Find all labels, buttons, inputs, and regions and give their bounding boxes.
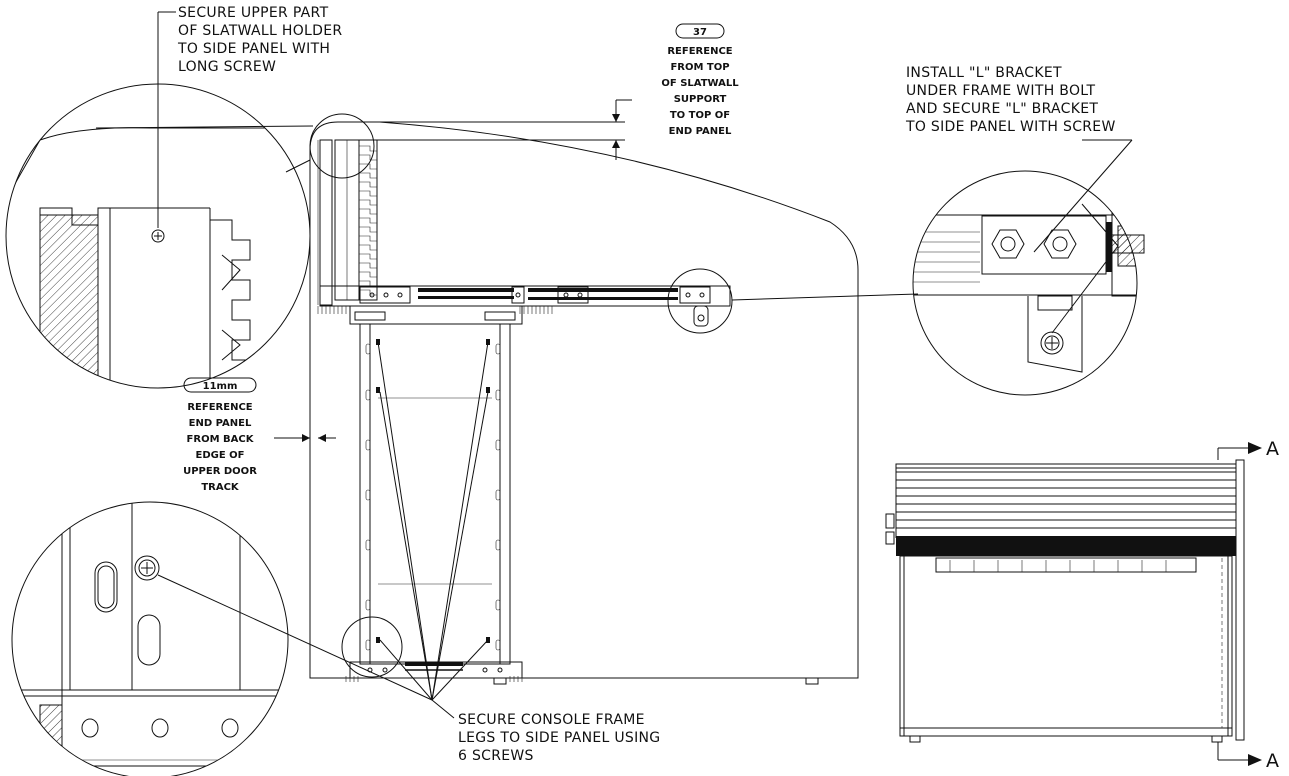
detail-upper-left xyxy=(5,11,311,389)
dimension-line: SUPPORT xyxy=(674,94,727,105)
dimension-line: TRACK xyxy=(201,482,240,493)
frame-screw xyxy=(376,637,380,643)
section-mark-top: A xyxy=(1266,438,1279,460)
dimension-line: REFERENCE xyxy=(667,46,732,57)
section-ticks xyxy=(949,560,1167,572)
note-line: LEGS TO SIDE PANEL USING xyxy=(458,730,660,746)
note-upper-holder: SECURE UPPER PART OF SLATWALL HOLDER TO … xyxy=(177,5,342,75)
slat-tooth xyxy=(359,181,377,188)
slat-tooth xyxy=(359,208,377,215)
dimension-line: FROM BACK xyxy=(187,434,255,445)
frame-slot xyxy=(495,489,501,501)
slat-tooth xyxy=(359,217,377,224)
dimension-value: 11mm xyxy=(203,381,238,392)
slat-tooth xyxy=(359,271,377,278)
upper-door-track xyxy=(319,285,731,327)
detail-marker-bracket xyxy=(667,268,733,334)
section-view xyxy=(885,442,1262,766)
dimension-line: FROM TOP xyxy=(670,62,729,73)
note-line: INSTALL "L" BRACKET xyxy=(906,65,1062,81)
frame-slot xyxy=(495,439,501,451)
note-line: 6 SCREWS xyxy=(458,748,534,764)
dimension-line: REFERENCE xyxy=(187,402,252,413)
frame-screw xyxy=(376,387,380,393)
detail-lower-left xyxy=(11,501,433,776)
section-ribs xyxy=(896,471,1236,529)
comb-profile-mid xyxy=(519,306,553,314)
main-side-view xyxy=(95,113,919,685)
slatwall-support xyxy=(319,139,378,306)
dimension-value: 37 xyxy=(693,27,707,38)
detail-l-bracket xyxy=(912,139,1145,396)
frame-screw xyxy=(486,387,490,393)
detail-marker-top xyxy=(309,113,375,179)
dim-side-text: 11mm REFERENCE END PANEL FROM BACK EDGE … xyxy=(183,381,257,493)
slatwall-teeth xyxy=(359,145,377,296)
frame-slot xyxy=(495,599,501,611)
note-console-legs: SECURE CONSOLE FRAME LEGS TO SIDE PANEL … xyxy=(458,712,660,764)
slat-tooth xyxy=(359,253,377,260)
dimension-line: TO TOP OF xyxy=(670,110,730,121)
frame-slot xyxy=(365,343,371,355)
slat-tooth xyxy=(359,244,377,251)
frame-slot xyxy=(365,489,371,501)
note-line: OF SLATWALL HOLDER xyxy=(178,23,342,39)
dimension-top xyxy=(612,23,725,160)
note-line: TO SIDE PANEL WITH SCREW xyxy=(905,119,1116,135)
frame-slot xyxy=(365,599,371,611)
note-line: LONG SCREW xyxy=(178,59,276,75)
frame-slot xyxy=(365,539,371,551)
slat-tooth xyxy=(359,226,377,233)
frame-slot xyxy=(365,439,371,451)
end-panel-outline xyxy=(309,121,859,679)
frame-slot xyxy=(495,639,501,651)
slat-tooth xyxy=(359,190,377,197)
comb-profile-bottom xyxy=(345,676,523,682)
note-line: SECURE CONSOLE FRAME xyxy=(458,712,645,728)
dimension-line: END PANEL xyxy=(669,126,732,137)
slat-tooth xyxy=(359,199,377,206)
note-line: AND SECURE "L" BRACKET xyxy=(906,101,1098,117)
frame-slots xyxy=(365,343,501,651)
note-l-bracket: INSTALL "L" BRACKET UNDER FRAME WITH BOL… xyxy=(905,65,1116,135)
slat-tooth xyxy=(359,280,377,287)
dimension-line: EDGE OF xyxy=(196,450,245,461)
comb-profile-top xyxy=(317,306,351,314)
slat-tooth xyxy=(359,172,377,179)
frame-slot xyxy=(495,539,501,551)
dimension-line: OF SLATWALL xyxy=(661,78,739,89)
dimension-side xyxy=(183,377,336,442)
frame-slot xyxy=(495,389,501,401)
frame-slot xyxy=(495,343,501,355)
slat-tooth xyxy=(359,235,377,242)
slat-tooth xyxy=(359,163,377,170)
detail-marker-bottom xyxy=(341,616,403,678)
note-line: TO SIDE PANEL WITH xyxy=(177,41,330,57)
frame-slot xyxy=(365,389,371,401)
section-mark-bottom: A xyxy=(1266,750,1279,772)
note-line: UNDER FRAME WITH BOLT xyxy=(906,83,1095,99)
dimension-line: END PANEL xyxy=(189,418,252,429)
slat-tooth xyxy=(359,154,377,161)
note-line: SECURE UPPER PART xyxy=(178,5,329,21)
dimension-line: UPPER DOOR xyxy=(183,466,257,477)
slat-tooth xyxy=(359,262,377,269)
dim-top-text: 37 REFERENCE FROM TOP OF SLATWALL SUPPOR… xyxy=(661,27,739,137)
frame-slot xyxy=(365,639,371,651)
console-legs-leaders xyxy=(377,341,489,719)
frame-screws xyxy=(376,339,490,643)
